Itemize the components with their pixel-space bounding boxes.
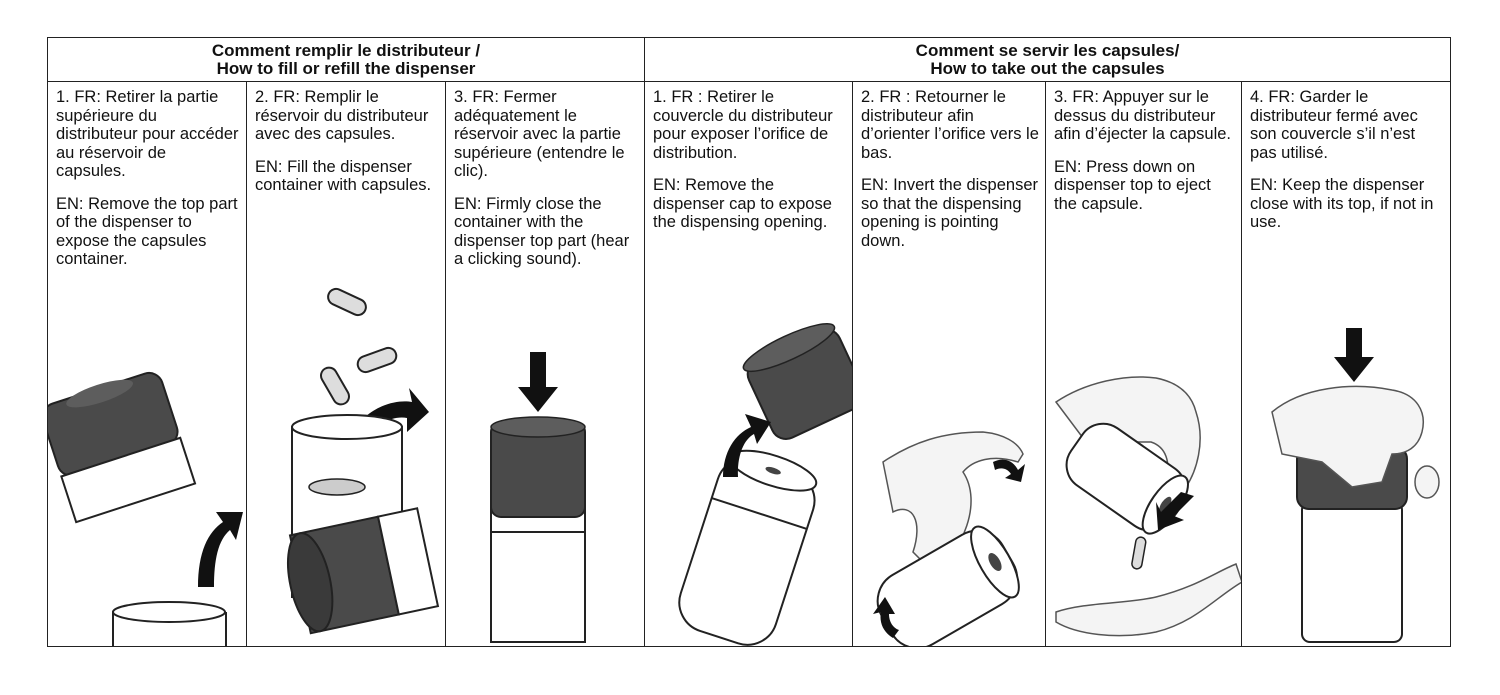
illustration-remove-cap	[645, 82, 852, 646]
step-text: 1. FR: Retirer la partie supérieure du d…	[56, 88, 240, 283]
illustration-close-container	[446, 82, 644, 646]
illustration-remove-top	[48, 82, 246, 646]
step-fr: 2. FR : Retourner le distributeur afin d…	[861, 88, 1039, 162]
step-text: 4. FR: Garder le distributeur fermé avec…	[1250, 88, 1444, 246]
illustration-invert-dispenser	[853, 82, 1045, 646]
step-en: EN: Invert the dispenser so that the dis…	[861, 176, 1039, 250]
header-take-line1: Comment se servir les capsules/	[915, 40, 1180, 60]
step-text: 3. FR: Appuyer sur le dessus du distribu…	[1054, 88, 1235, 227]
step-take-4: 4. FR: Garder le distributeur fermé avec…	[1242, 82, 1450, 646]
header-take: Comment se servir les capsules/ How to t…	[645, 38, 1450, 82]
header-fill: Comment remplir le distributeur / How to…	[48, 38, 645, 82]
header-fill-line2: How to fill or refill the dispenser	[216, 58, 476, 78]
illustration-eject-capsule	[1046, 82, 1241, 646]
step-fr: 1. FR: Retirer la partie supérieure du d…	[56, 88, 239, 180]
step-en: EN: Firmly close the container with the …	[454, 194, 630, 269]
step-en: EN: Press down on dispenser top to eject…	[1054, 157, 1211, 213]
step-en: EN: Fill the dispenser container with ca…	[255, 157, 432, 195]
step-fill-1: 1. FR: Retirer la partie supérieure du d…	[48, 82, 247, 646]
step-fr: 3. FR: Fermer adéquatement le réservoir …	[454, 88, 625, 180]
step-text: 2. FR: Remplir le réservoir du distribut…	[255, 88, 439, 209]
step-take-2: 2. FR : Retourner le distributeur afin d…	[853, 82, 1046, 646]
step-fr: 3. FR: Appuyer sur le dessus du distribu…	[1054, 88, 1232, 143]
step-text: 2. FR : Retourner le distributeur afin d…	[861, 88, 1039, 264]
step-en: EN: Remove the top part of the dispenser…	[56, 194, 238, 269]
step-en: EN: Remove the dispenser cap to expose t…	[653, 176, 832, 231]
step-text: 3. FR: Fermer adéquatement le réservoir …	[454, 88, 638, 283]
step-fr: 2. FR: Remplir le réservoir du distribut…	[255, 88, 429, 143]
step-en: EN: Keep the dispenser close with its to…	[1250, 176, 1434, 231]
step-text: 1. FR : Retirer le couvercle du distribu…	[653, 88, 846, 246]
step-fill-3: 3. FR: Fermer adéquatement le réservoir …	[446, 82, 645, 646]
step-fr: 4. FR: Garder le distributeur fermé avec…	[1250, 88, 1418, 162]
illustration-keep-closed	[1242, 82, 1450, 646]
header-fill-line1: Comment remplir le distributeur /	[211, 40, 481, 60]
step-fr: 1. FR : Retirer le couvercle du distribu…	[653, 88, 833, 162]
header-take-line2: How to take out the capsules	[930, 58, 1165, 78]
step-take-1: 1. FR : Retirer le couvercle du distribu…	[645, 82, 853, 646]
illustration-fill-capsules	[247, 82, 445, 646]
instruction-sheet: Comment remplir le distributeur / How to…	[47, 37, 1451, 647]
step-fill-2: 2. FR: Remplir le réservoir du distribut…	[247, 82, 446, 646]
step-take-3: 3. FR: Appuyer sur le dessus du distribu…	[1046, 82, 1242, 646]
